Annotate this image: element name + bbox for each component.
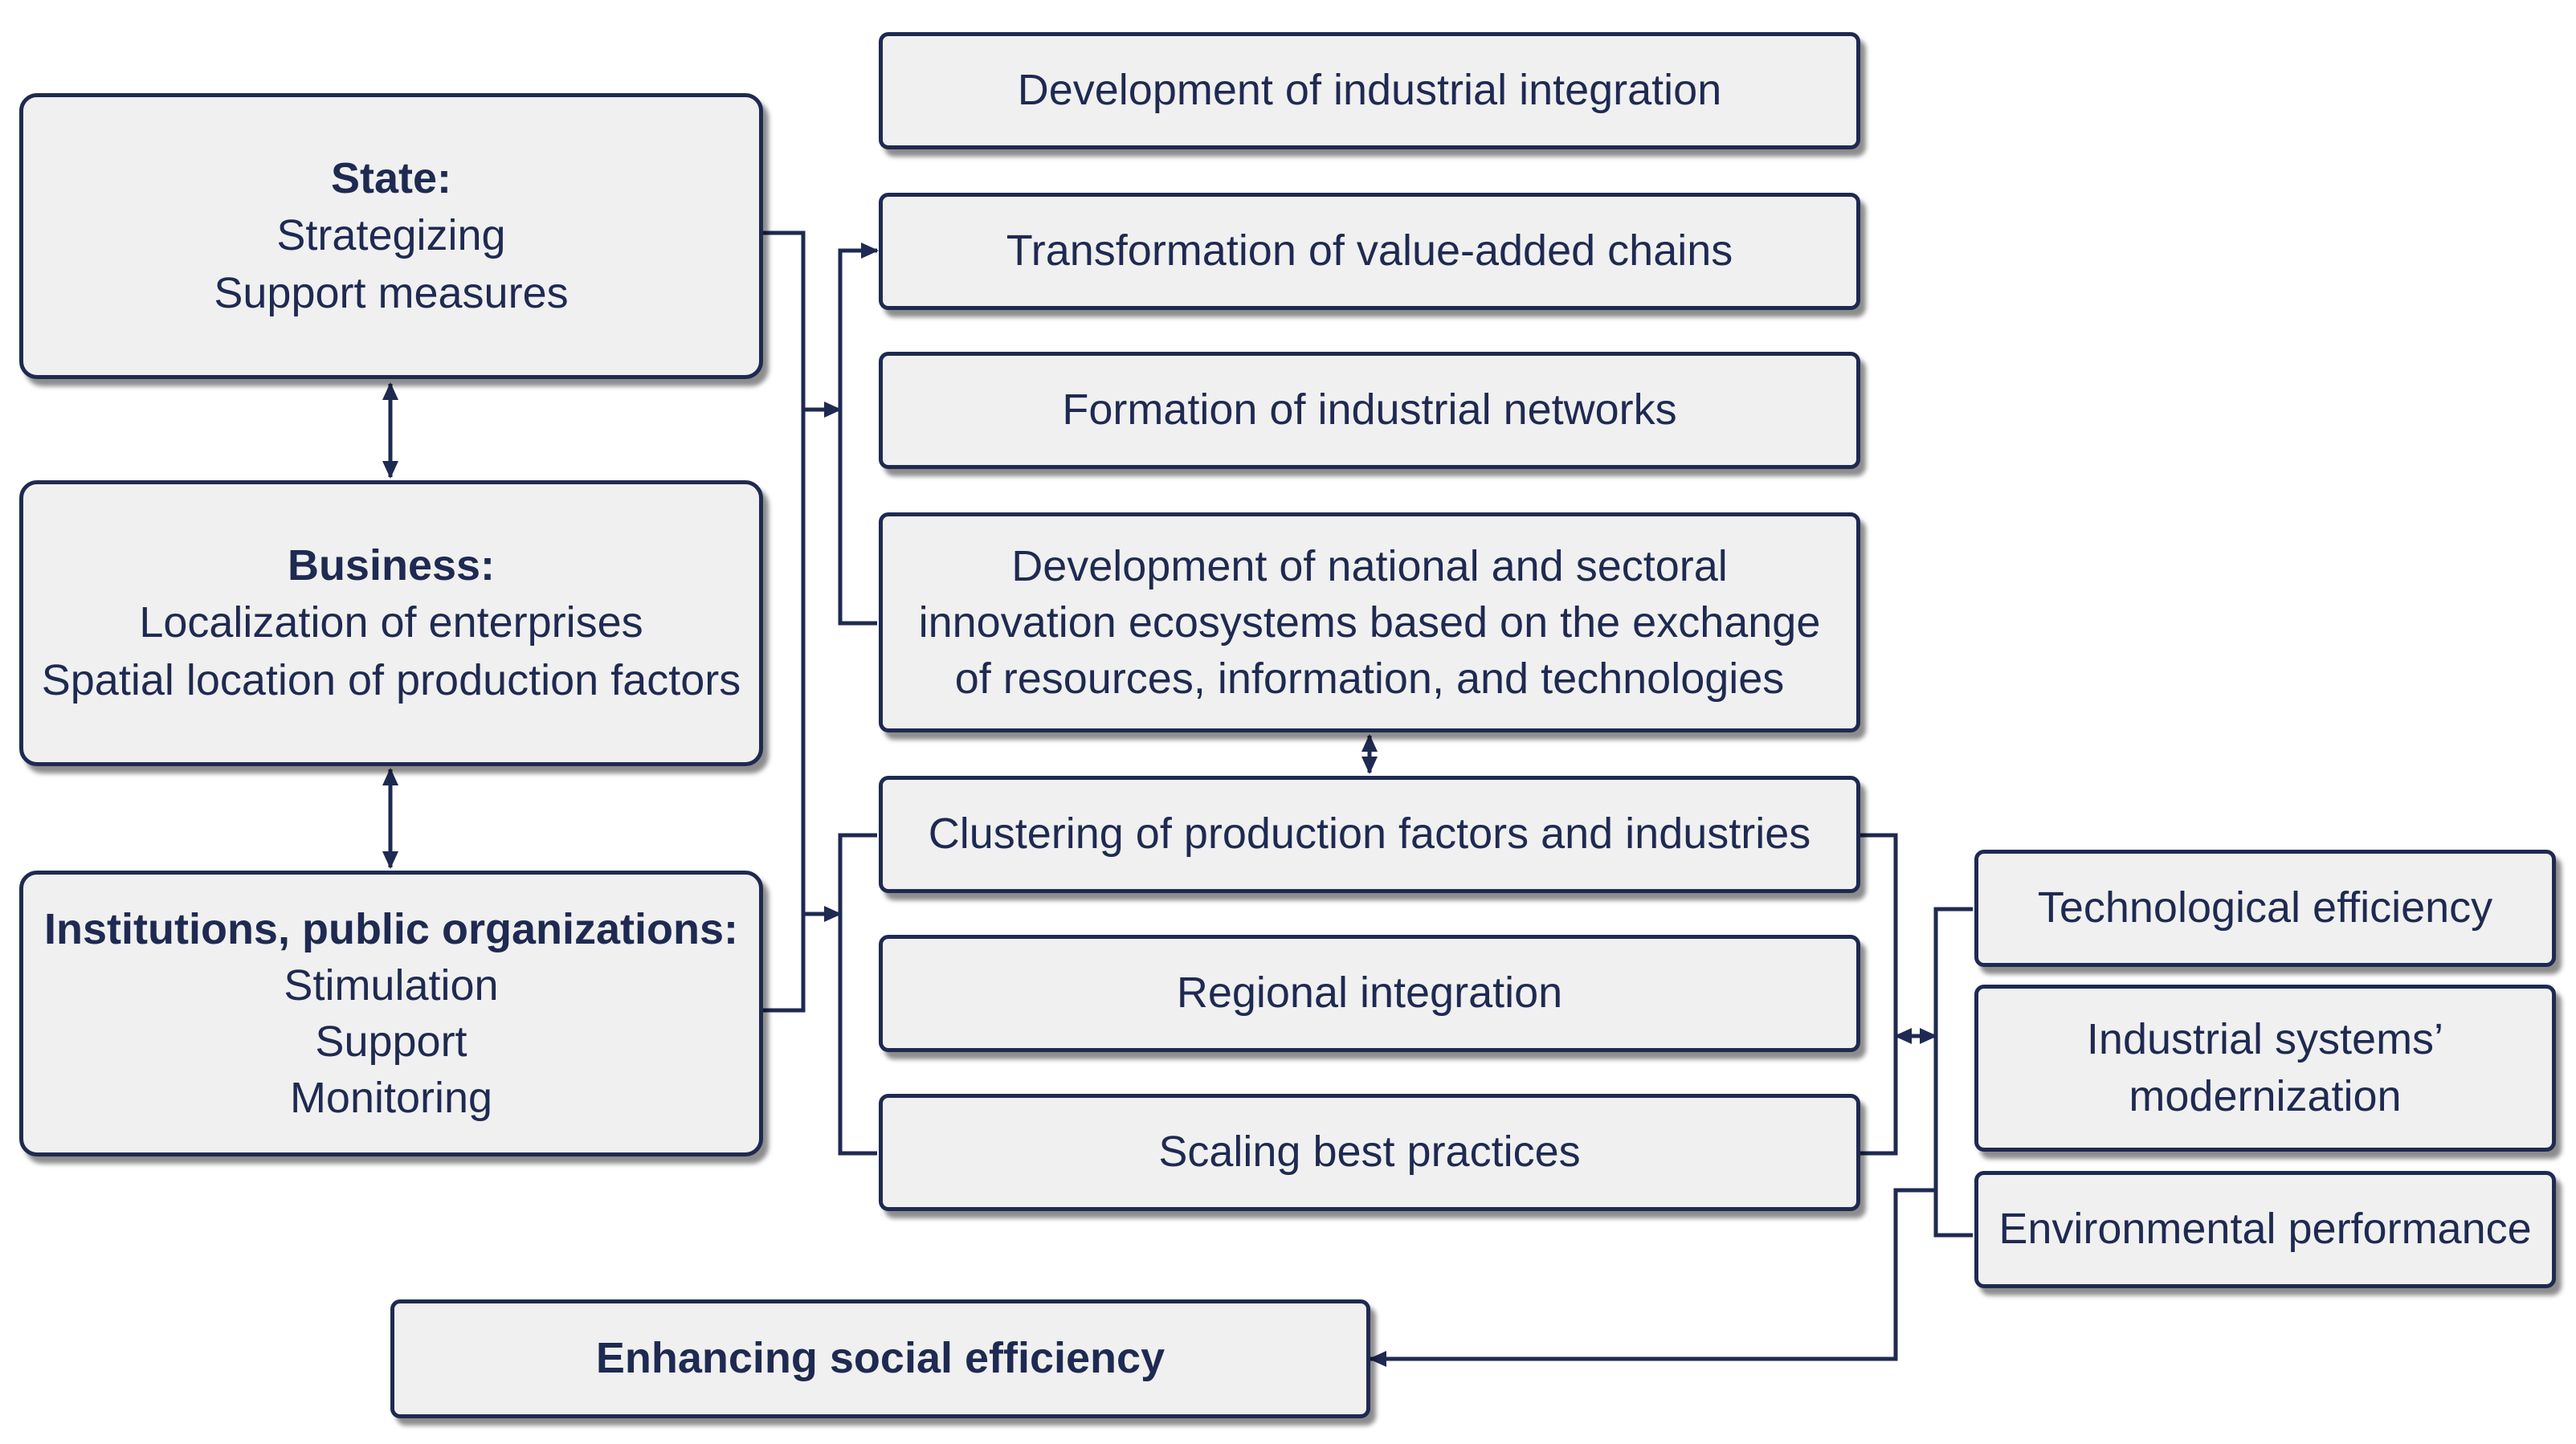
outcomes-to-social-line <box>1369 1188 1936 1367</box>
institutions-line: Stimulation <box>284 961 499 1010</box>
outcomes-bracket <box>1933 907 1973 1238</box>
direction-label: Clustering of production factors and ind… <box>928 810 1811 859</box>
business-heading: Business: <box>287 541 496 590</box>
direction-label: Development of national and sectoral inn… <box>918 541 1821 704</box>
outcome-label: Technological efficiency <box>2037 883 2493 932</box>
direction-box: Development of industrial integration <box>879 32 1860 149</box>
direction-box: Transformation of value-added chains <box>879 193 1860 310</box>
business-line: Localization of enterprises <box>139 598 643 647</box>
state-line: Strategizing <box>276 211 506 260</box>
direction-label: Transformation of value-added chains <box>1006 226 1733 275</box>
direction-box: Regional integration <box>879 935 1860 1052</box>
lower-right-bracket <box>1860 833 1898 1156</box>
institutions-line: Monitoring <box>289 1074 493 1123</box>
state-line: Support measures <box>214 268 569 317</box>
outcome-box: Environmental performance <box>1974 1171 2556 1288</box>
direction-label: Scaling best practices <box>1158 1128 1581 1177</box>
outcome-box: Industrial systems’ modernization <box>1974 985 2556 1152</box>
social-efficiency-box: Enhancing social efficiency <box>390 1299 1370 1418</box>
institutions-heading: Institutions, public organizations: <box>44 904 738 953</box>
direction-label: Regional integration <box>1176 969 1563 1018</box>
direction-label: Formation of industrial networks <box>1062 385 1677 434</box>
upper-group-bracket <box>838 248 877 626</box>
direction-box: Formation of industrial networks <box>879 352 1860 469</box>
institutions-box: Institutions, public organizations: Stim… <box>19 871 763 1156</box>
direction-label: Development of industrial integration <box>1017 66 1722 115</box>
direction-box: Development of national and sectoral inn… <box>879 512 1860 732</box>
outcome-label: Environmental performance <box>1998 1205 2532 1254</box>
social-efficiency-label: Enhancing social efficiency <box>595 1334 1166 1383</box>
lower-group-bracket <box>838 833 877 1156</box>
business-box: Business: Localization of enterprises Sp… <box>19 480 763 766</box>
business-line: Spatial location of production factors <box>41 655 741 704</box>
actors-bracket <box>761 230 806 1013</box>
outcome-box: Technological efficiency <box>1974 850 2556 967</box>
institutions-line: Support <box>315 1018 467 1066</box>
state-box: State: Strategizing Support measures <box>19 93 763 379</box>
direction-box: Clustering of production factors and ind… <box>879 776 1860 893</box>
direction-box: Scaling best practices <box>879 1094 1860 1211</box>
outcome-label: Industrial systems’ modernization <box>2086 1014 2444 1120</box>
state-heading: State: <box>330 154 452 203</box>
